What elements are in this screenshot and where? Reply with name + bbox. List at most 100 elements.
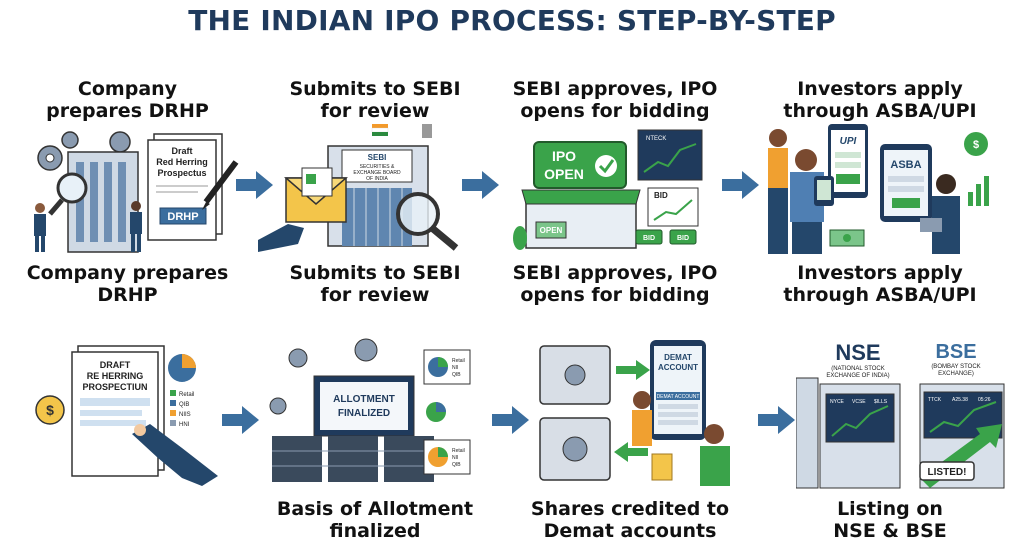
pie-chart-icon	[168, 354, 196, 382]
doc-title-line-1: Draft	[171, 146, 192, 156]
svg-text:Retail: Retail	[179, 392, 194, 398]
svg-text:NIIS: NIIS	[179, 412, 191, 418]
bar-chart-icon	[968, 176, 989, 206]
phone-subtitle: DEMAT ACCOUNT	[657, 394, 700, 400]
listed-label: LISTED!	[928, 467, 967, 478]
bank-phone-icon	[814, 176, 834, 206]
svg-text:A25.38: A25.38	[952, 397, 968, 403]
document-icon: DRAFT RE HERRING PROSPECTIUN	[71, 345, 165, 477]
pointing-hand-icon	[132, 424, 218, 486]
sebi-sign-line-1: SECURITIES &	[360, 164, 395, 170]
cash-icon	[829, 229, 865, 247]
bse-logo: BSE	[935, 341, 976, 363]
svg-text:VCSE: VCSE	[852, 399, 866, 405]
businesswoman-icon	[920, 174, 960, 254]
bid-button-2: BID	[669, 229, 697, 245]
pie-retail-icon: Retail NII QIB	[423, 349, 471, 385]
svg-text:QIB: QIB	[452, 372, 461, 378]
listed-badge: LISTED!	[919, 461, 975, 481]
step-2-illustration: SEBI SECURITIES & EXCHANGE BOARD OF INDI…	[258, 124, 459, 252]
plant-icon	[513, 226, 527, 250]
step-4-illustration: UPI ASBA $	[768, 124, 989, 254]
monitor-line-2: FINALIZED	[338, 408, 390, 419]
storefront-icon: OPEN	[521, 189, 641, 249]
nse-sub-line-2: EXCHANGE OF INDIA)	[826, 373, 889, 379]
pen-icon	[202, 160, 239, 210]
sebi-sign-line-2: EXCHANGE BOARD	[353, 170, 401, 176]
tablet-icon-asba: ASBA	[880, 144, 932, 222]
monitor-line-1: ALLOTMENT	[333, 394, 395, 405]
flow-arrow-2	[462, 171, 499, 199]
flow-arrow-3	[722, 171, 759, 199]
doc-title-line-3: Prospectus	[157, 168, 206, 178]
svg-text:QIB: QIB	[452, 462, 461, 468]
businessman-icon	[34, 203, 46, 252]
prospectus-review-illustration: $ DRAFT RE HERRING PROSPECTIUN Retail QI…	[35, 345, 218, 486]
svg-text:$: $	[46, 402, 54, 418]
woman-investor-icon	[768, 129, 788, 254]
bid-screen-label: BID	[654, 191, 668, 200]
allotment-monitor: ALLOTMENT FINALIZED	[313, 375, 415, 437]
banner-line-2: OPEN	[544, 166, 584, 182]
svg-text:05:26: 05:26	[978, 397, 991, 403]
step-7-illustration: NSE (NATIONAL STOCK EXCHANGE OF INDIA) B…	[796, 340, 1005, 489]
emblem-icon	[422, 124, 432, 138]
phone-title-line-2: ACCOUNT	[658, 363, 698, 372]
arrow-right-icon	[616, 360, 650, 380]
svg-text:NYCE: NYCE	[830, 399, 845, 405]
coins-icon	[651, 453, 673, 481]
ipo-open-banner: IPO OPEN	[533, 141, 627, 189]
svg-text:Retail: Retail	[452, 448, 465, 454]
svg-text:$: $	[973, 139, 979, 151]
woman-investor-icon	[632, 391, 652, 446]
sebi-logo: SEBI	[368, 153, 387, 162]
svg-text:BID: BID	[643, 235, 655, 242]
svg-text:BID: BID	[677, 235, 689, 242]
upi-label: UPI	[840, 136, 857, 147]
document-icon: Draft Red Herring Prospectus DRHP	[147, 133, 223, 241]
step-6-illustration: DEMAT ACCOUNT DEMAT ACCOUNT	[539, 340, 730, 486]
doc-title-line-2: RE HERRING	[87, 371, 144, 381]
legend: Retail QIB NIIS HNI	[170, 390, 194, 428]
step-5-illustration: ALLOTMENT FINALIZED Retail NII QIB Retai…	[269, 338, 471, 482]
phone-title-line-1: DEMAT	[664, 353, 692, 362]
bse-screen-icon: TTCK A25.38 05:26	[923, 391, 1003, 439]
sebi-sign-line-3: OF INDIA	[366, 176, 388, 182]
envelope-icon	[283, 167, 349, 223]
banner-line-1: IPO	[552, 148, 576, 164]
screen-label: NTECK	[646, 136, 666, 142]
safe-icon-bottom	[539, 417, 611, 481]
checkmark-icon	[598, 159, 615, 174]
flow-arrow-1	[236, 171, 273, 199]
pie-qib-icon: Retail NII QIB	[423, 439, 471, 475]
flow-arrow-4	[222, 406, 259, 434]
open-sign: OPEN	[540, 226, 563, 235]
stock-screen-icon: NTECK	[637, 129, 703, 181]
bid-screen-icon: BID	[647, 187, 699, 227]
svg-text:TTCK: TTCK	[928, 397, 942, 403]
money-bag-icon: $	[964, 132, 988, 156]
svg-text:QIB: QIB	[179, 402, 189, 408]
svg-text:Retail: Retail	[452, 358, 465, 364]
bid-button-1: BID	[635, 229, 663, 245]
hand-icon	[258, 224, 304, 252]
svg-text:NII: NII	[452, 365, 458, 371]
nse-logo: NSE	[835, 340, 880, 365]
gear-icon	[269, 338, 378, 415]
doc-title-line-2: Red Herring	[156, 157, 208, 167]
flow-arrow-6	[758, 406, 795, 434]
bse-sub-line-2: EXCHANGE)	[938, 371, 974, 377]
bse-sub-line-1: (BOMBAY STOCK	[931, 364, 980, 370]
businesswoman-icon	[130, 201, 142, 252]
dollar-coin-icon: $	[35, 395, 65, 425]
phone-icon-upi: UPI	[828, 124, 868, 198]
india-flag-icon	[371, 124, 389, 136]
